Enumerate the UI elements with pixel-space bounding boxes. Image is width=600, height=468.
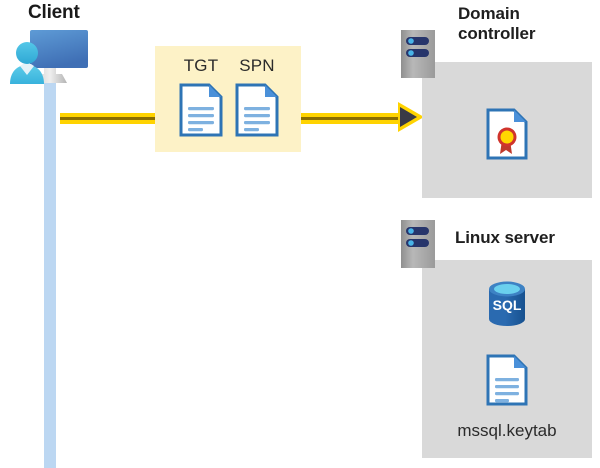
linux-server-title: Linux server — [455, 228, 555, 247]
sql-database-icon: SQL — [483, 279, 531, 329]
ticket-label-spn: SPN — [239, 56, 275, 75]
sql-icon-label: SQL — [493, 297, 522, 313]
ticket-label-tgt: TGT — [183, 56, 219, 75]
client-title: Client — [28, 2, 80, 23]
certificate-document-icon — [486, 108, 528, 160]
tgt-document-icon — [179, 83, 223, 137]
spn-document-icon — [235, 83, 279, 137]
domain-controller-title: Domain controller — [458, 4, 536, 44]
keytab-document-icon — [486, 354, 528, 406]
arrow-head-icon — [398, 102, 424, 132]
ticket-box: TGT SPN — [155, 46, 301, 152]
user-workstation-icon — [6, 22, 92, 92]
linux-server-rack-icon — [401, 220, 435, 268]
client-lifeline — [44, 60, 56, 468]
keytab-filename-label: mssql.keytab — [457, 421, 557, 440]
domain-controller-server-rack-icon — [401, 30, 435, 78]
